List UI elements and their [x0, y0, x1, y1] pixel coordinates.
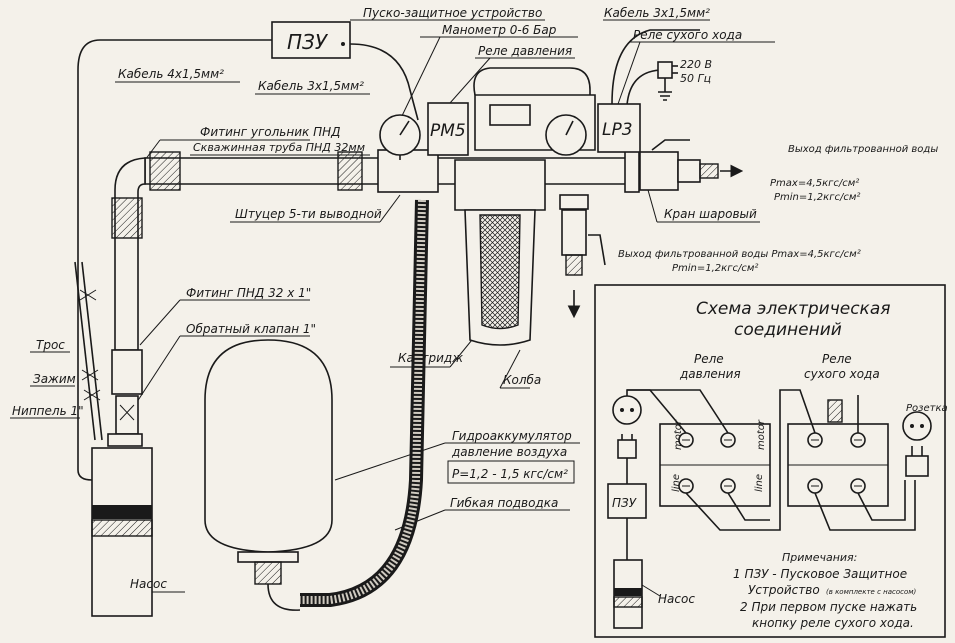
rm5-label: РМ5 [430, 121, 466, 141]
electric-title-1: Схема электрическая [696, 299, 890, 319]
note-2a: 2 При первом пуске нажать [740, 600, 917, 614]
pzu-device: ПЗУ [271, 21, 351, 59]
manometer-2-gauge-icon [545, 114, 587, 156]
flex-hose-label: Гибкая подводка [450, 496, 558, 510]
filter-housing [454, 94, 596, 346]
well-pipe [144, 149, 641, 193]
cartridge-label: Картридж [398, 351, 463, 365]
manometer-label: Манометр 0-6 Бар [442, 23, 557, 37]
electric-scheme: Схема электрическая соединений Реле давл… [594, 284, 948, 638]
note-2b: кнопку реле сухого хода. [752, 616, 914, 630]
power-frequency: 50 Гц [680, 72, 711, 85]
pressure-relay-rm5: РМ5 [427, 102, 469, 156]
cable-top-label: Кабель 3х1,5мм² [604, 6, 710, 20]
note-1b: Устройство [748, 583, 820, 597]
accumulator-label-2: давление воздуха [451, 445, 567, 459]
relay-dry-label-2: сухого хода [804, 367, 880, 381]
nippel-label: Ниппель 1" [12, 404, 84, 418]
hydro-accumulator [204, 339, 333, 611]
ball-valve-label: Кран шаровый [664, 207, 757, 221]
electric-pump-label: Насос [658, 592, 695, 606]
relay-dry-label-1: Реле [822, 352, 852, 366]
power-plug-icon [657, 61, 678, 101]
manometer-gauge-icon [379, 114, 421, 160]
note-1c: (в комплекте с насосом) [826, 588, 917, 596]
ball-valve-bottom [559, 194, 606, 319]
output-bottom-pmin: Pmin=1,2кгс/см² [672, 263, 758, 274]
pzu-box-label: ПЗУ [287, 30, 329, 54]
fitting-pnd-label: Фитинг ПНД 32 х 1" [186, 286, 311, 300]
cable-top-relay [473, 67, 591, 110]
cable-4x15-label: Кабель 4х1,5мм² [118, 67, 224, 81]
cable-4x15 [77, 39, 272, 481]
output-top-pmin: Pmin=1,2кгс/см² [774, 192, 860, 203]
output-bottom-label: Выход фильтрованной воды Pmax=4,5кгс/см² [618, 249, 861, 260]
tros-cable [74, 261, 103, 441]
output-top-label: Выход фильтрованной воды [788, 144, 938, 155]
electric-pzu-label: ПЗУ [612, 496, 637, 510]
pressure-relay-label: Реле давления [478, 44, 572, 58]
riser-pipe [107, 157, 146, 447]
electric-title-2: соединений [734, 320, 842, 340]
pump-body [91, 447, 153, 617]
relay-pressure-label-2: давления [679, 367, 741, 381]
cable-3x15-label: Кабель 3х1,5мм² [258, 79, 364, 93]
notes-title: Примечания: [782, 551, 857, 564]
socket-label: Розетка [906, 403, 948, 414]
lp3-label: LP3 [602, 120, 633, 140]
well-pipe-label: Скважинная труба ПНД 32мм [193, 141, 365, 154]
leader-lines [10, 19, 775, 593]
line-right-label: line [754, 474, 765, 492]
dry-run-relay-lp3: LP3 [597, 103, 641, 153]
dry-run-relay-label: Реле сухого хода [633, 28, 742, 42]
cable-pzu-to-manometer [349, 43, 419, 121]
pump-label: Насос [130, 577, 167, 591]
power-cable [626, 69, 661, 106]
ball-valve-right [639, 139, 744, 191]
tros-label: Трос [36, 338, 65, 352]
zazhim-label: Зажим [33, 372, 76, 386]
cable-lp3 [611, 29, 700, 105]
relay-pressure-label-1: Реле [694, 352, 724, 366]
line-left-label: line [671, 474, 682, 492]
note-1a: 1 ПЗУ - Пусковое Защитное [733, 567, 907, 581]
power-voltage: 220 В [680, 58, 712, 71]
shtutser-label: Штуцер 5-ти выводной [235, 207, 382, 221]
startup-device-label: Пуско-защитное устройство [363, 6, 542, 20]
output-top-pmax: Pmax=4,5кгс/см² [770, 178, 859, 189]
kolba-label: Колба [503, 373, 541, 387]
accumulator-label-1: Гидроаккумулятор [452, 429, 572, 443]
check-valve-label: Обратный клапан 1" [186, 322, 316, 336]
motor-left-label: motor [673, 419, 684, 450]
motor-right-label: motor [756, 419, 767, 450]
fitting-corner-label: Фитинг угольник ПНД [200, 125, 341, 139]
accumulator-label-3: P=1,2 - 1,5 кгс/см² [452, 467, 568, 481]
